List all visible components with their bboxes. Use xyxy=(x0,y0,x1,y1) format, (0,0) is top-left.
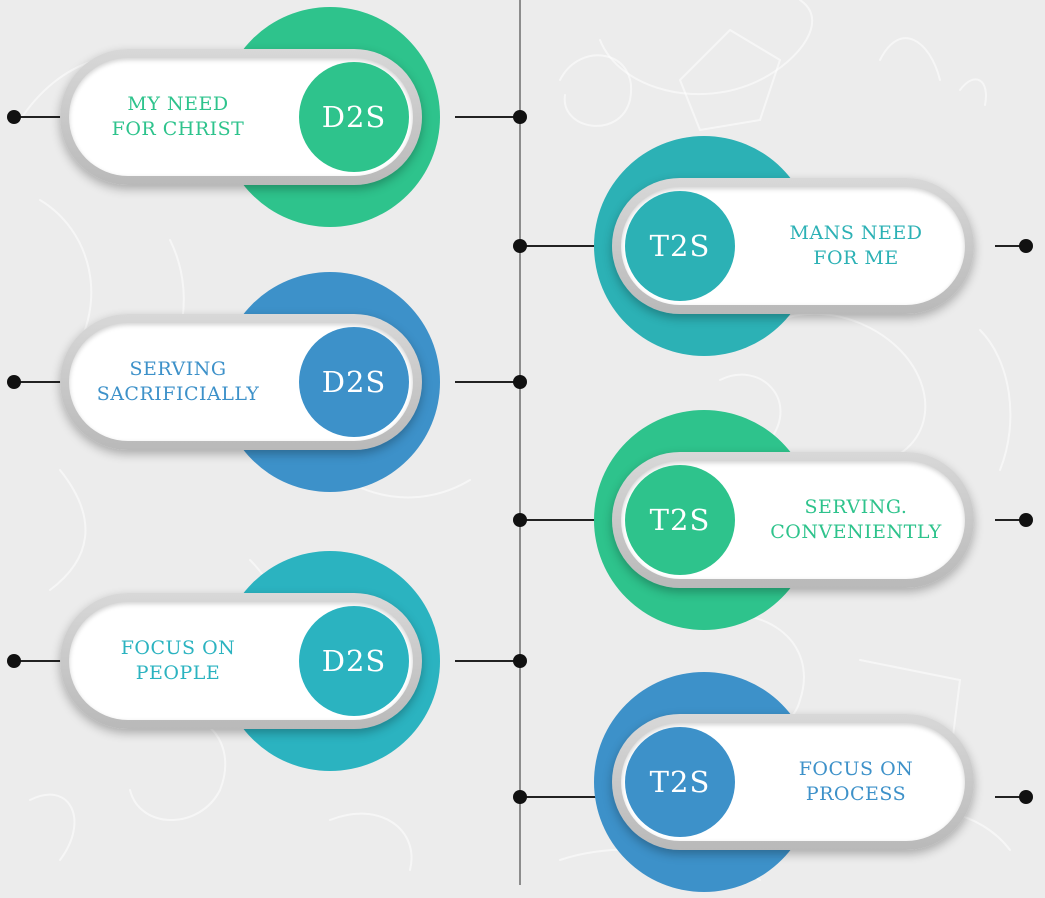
connector-dot xyxy=(1019,513,1033,527)
connector-line xyxy=(995,519,1025,521)
connector-dot xyxy=(513,375,527,389)
connector-dot xyxy=(1019,790,1033,804)
d2s-badge: D2S xyxy=(299,62,409,172)
pill-body: T2S MANS NEED FOR ME xyxy=(621,187,965,305)
t2s-badge: T2S xyxy=(625,727,735,837)
connector-line xyxy=(455,116,519,118)
timeline-axis xyxy=(519,0,521,885)
connector-line xyxy=(455,660,519,662)
pill-frame: T2S SERVING. CONVENIENTLY xyxy=(612,452,974,588)
pill-body: T2S FOCUS ON PROCESS xyxy=(621,723,965,841)
node-label: MANS NEED FOR ME xyxy=(789,222,923,269)
connector-line xyxy=(14,660,64,662)
pill-frame: T2S MANS NEED FOR ME xyxy=(612,178,974,314)
connector-line xyxy=(519,245,599,247)
node-label: MY NEED FOR CHRIST xyxy=(111,93,245,140)
connector-line xyxy=(995,796,1025,798)
d2s-badge: D2S xyxy=(299,327,409,437)
connector-dot xyxy=(513,654,527,668)
node-label: SERVING SACRIFICIALLY xyxy=(96,358,260,405)
right-node-serving-conveniently: T2S SERVING. CONVENIENTLY xyxy=(594,410,1014,630)
connector-line xyxy=(455,381,519,383)
pill-frame: T2S FOCUS ON PROCESS xyxy=(612,714,974,850)
d2s-badge: D2S xyxy=(299,606,409,716)
pill-body: SERVING SACRIFICIALLY D2S xyxy=(69,323,413,441)
pill-frame: SERVING SACRIFICIALLY D2S xyxy=(60,314,422,450)
left-node-my-need-for-christ: MY NEED FOR CHRIST D2S xyxy=(20,7,440,227)
pill-body: T2S SERVING. CONVENIENTLY xyxy=(621,461,965,579)
right-node-mans-need-for-me: T2S MANS NEED FOR ME xyxy=(594,136,1014,356)
connector-dot xyxy=(1019,239,1033,253)
connector-line xyxy=(14,116,64,118)
connector-line xyxy=(14,381,64,383)
pill-body: FOCUS ON PEOPLE D2S xyxy=(69,602,413,720)
pill-body: MY NEED FOR CHRIST D2S xyxy=(69,58,413,176)
connector-line xyxy=(519,796,599,798)
node-label: SERVING. CONVENIENTLY xyxy=(770,496,942,543)
node-label: FOCUS ON PROCESS xyxy=(798,758,914,805)
pill-frame: MY NEED FOR CHRIST D2S xyxy=(60,49,422,185)
connector-dot xyxy=(513,790,527,804)
connector-dot xyxy=(513,110,527,124)
left-node-serving-sacrificially: SERVING SACRIFICIALLY D2S xyxy=(20,272,440,492)
left-node-focus-on-people: FOCUS ON PEOPLE D2S xyxy=(20,551,440,771)
node-label: FOCUS ON PEOPLE xyxy=(120,637,236,684)
connector-dot xyxy=(7,654,21,668)
connector-line xyxy=(519,519,599,521)
connector-dot xyxy=(7,110,21,124)
right-node-focus-on-process: T2S FOCUS ON PROCESS xyxy=(594,672,1014,892)
connector-dot xyxy=(513,239,527,253)
t2s-badge: T2S xyxy=(625,465,735,575)
t2s-badge: T2S xyxy=(625,191,735,301)
connector-line xyxy=(995,245,1025,247)
connector-dot xyxy=(513,513,527,527)
pill-frame: FOCUS ON PEOPLE D2S xyxy=(60,593,422,729)
connector-dot xyxy=(7,375,21,389)
